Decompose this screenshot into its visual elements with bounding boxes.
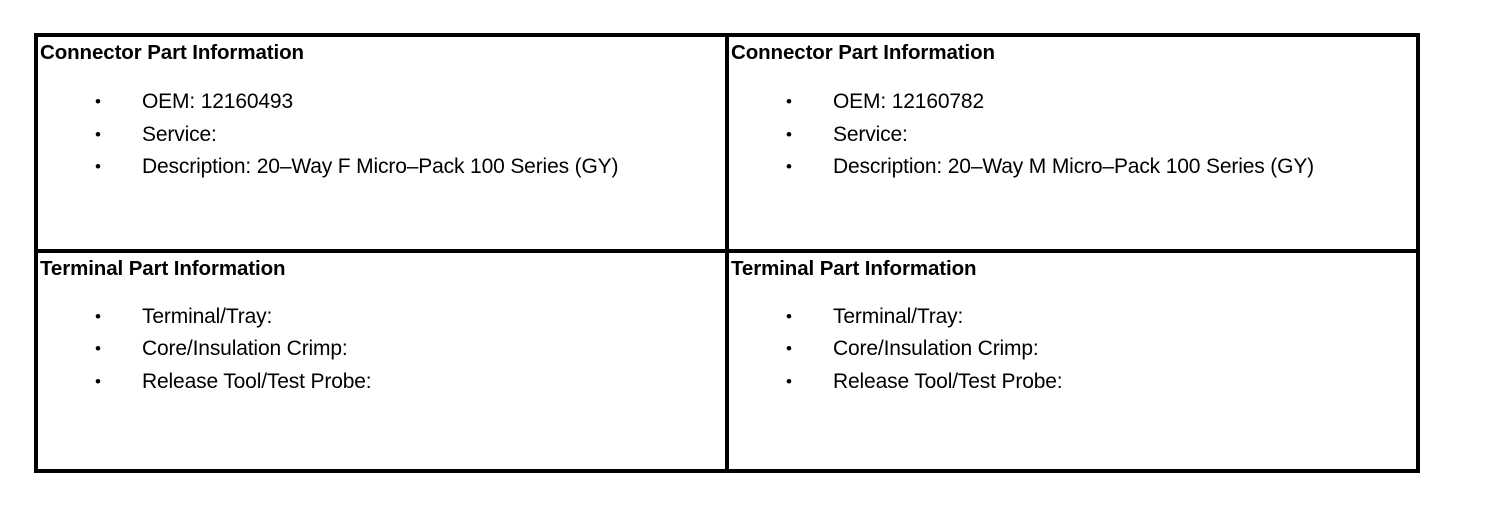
bullet-icon: • — [95, 124, 101, 144]
list-item-label: Description: 20–Way M Micro–Pack 100 Ser… — [833, 155, 1315, 178]
left-terminal-bullet-list: • Terminal/Tray: • Core/Insulation Crimp… — [38, 301, 725, 399]
bullet-icon: • — [786, 124, 792, 144]
list-item: • Description: 20–Way M Micro–Pack 100 S… — [729, 151, 1416, 184]
list-item-label: OEM: 12160782 — [833, 90, 984, 113]
list-item-label: Service: — [142, 122, 217, 146]
left-connector-heading: Connector Part Information — [40, 41, 304, 64]
bullet-icon: • — [95, 339, 101, 359]
right-terminal-cell: Terminal Part Information • Terminal/Tra… — [725, 248, 1420, 474]
parts-information-table: Connector Part Information • OEM: 121604… — [34, 33, 1420, 474]
right-terminal-cell-content: Terminal Part Information • Terminal/Tra… — [729, 253, 1416, 469]
list-item-label: Description: 20–Way F Micro–Pack 100 Ser… — [142, 155, 619, 178]
bullet-icon: • — [786, 306, 792, 326]
bullet-icon: • — [95, 371, 101, 391]
list-item: • Release Tool/Test Probe: — [729, 366, 1416, 399]
list-item-label: OEM: 12160493 — [142, 90, 293, 113]
list-item-label: Terminal/Tray: — [833, 304, 964, 328]
list-item: • OEM: 12160493 — [38, 86, 725, 119]
list-item-label: Service: — [833, 122, 908, 146]
list-item: • Service: — [729, 119, 1416, 152]
right-connector-bullet-list: • OEM: 12160782 • Service: • Description… — [729, 86, 1416, 184]
left-connector-cell-content: Connector Part Information • OEM: 121604… — [38, 37, 725, 249]
connector-information-row: Connector Part Information • OEM: 121604… — [34, 33, 1420, 253]
list-item: • Core/Insulation Crimp: — [38, 333, 725, 366]
left-terminal-heading: Terminal Part Information — [40, 256, 286, 280]
list-item-label: Core/Insulation Crimp: — [833, 337, 1039, 361]
list-item: • Terminal/Tray: — [729, 301, 1416, 334]
left-terminal-cell-content: Terminal Part Information • Terminal/Tra… — [38, 253, 725, 469]
list-item-label: Release Tool/Test Probe: — [142, 369, 372, 393]
list-item: • OEM: 12160782 — [729, 86, 1416, 119]
list-item: • Release Tool/Test Probe: — [38, 366, 725, 399]
list-item: • Core/Insulation Crimp: — [729, 333, 1416, 366]
left-connector-cell: Connector Part Information • OEM: 121604… — [34, 33, 729, 253]
bullet-icon: • — [786, 371, 792, 391]
list-item-label: Release Tool/Test Probe: — [833, 369, 1063, 393]
right-connector-cell-content: Connector Part Information • OEM: 121607… — [729, 37, 1416, 249]
list-item-label: Terminal/Tray: — [142, 304, 273, 328]
bullet-icon: • — [95, 306, 101, 326]
list-item: • Terminal/Tray: — [38, 301, 725, 334]
bullet-icon: • — [95, 92, 101, 111]
bullet-icon: • — [786, 92, 792, 111]
right-terminal-heading: Terminal Part Information — [731, 256, 977, 280]
bullet-icon: • — [786, 157, 792, 176]
left-terminal-cell: Terminal Part Information • Terminal/Tra… — [34, 248, 729, 474]
right-connector-heading: Connector Part Information — [731, 41, 995, 64]
right-terminal-bullet-list: • Terminal/Tray: • Core/Insulation Crimp… — [729, 301, 1416, 399]
left-connector-bullet-list: • OEM: 12160493 • Service: • Description… — [38, 86, 725, 184]
list-item: • Description: 20–Way F Micro–Pack 100 S… — [38, 151, 725, 184]
bullet-icon: • — [786, 339, 792, 359]
list-item: • Service: — [38, 119, 725, 152]
list-item-label: Core/Insulation Crimp: — [142, 337, 348, 361]
terminal-information-row: Terminal Part Information • Terminal/Tra… — [34, 248, 1420, 474]
right-connector-cell: Connector Part Information • OEM: 121607… — [725, 33, 1420, 253]
bullet-icon: • — [95, 157, 101, 176]
